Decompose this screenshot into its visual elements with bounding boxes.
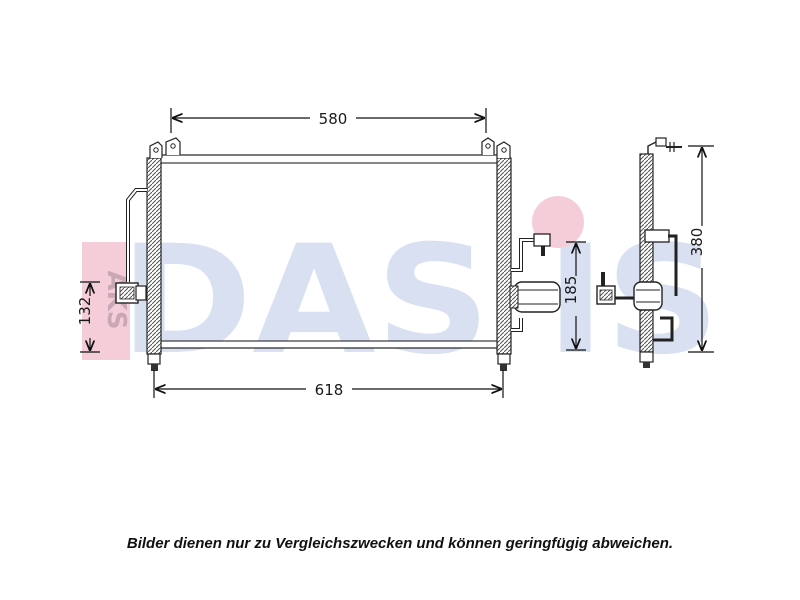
dimension-right-height: 185 <box>562 241 586 351</box>
dimension-label-185: 185 <box>562 276 580 305</box>
left-foot <box>147 353 161 365</box>
side-receiver <box>633 281 663 311</box>
disclaimer-caption: Bilder dienen nur zu Vergleichszwecken u… <box>126 535 674 552</box>
right-top-bracket-2 <box>496 141 511 158</box>
dimension-left-height: 132 <box>76 281 100 353</box>
right-foot <box>497 353 511 365</box>
watermark-text: DAS IS <box>120 214 720 388</box>
dimension-label-580: 580 <box>319 110 348 128</box>
left-header-tank <box>146 157 162 355</box>
right-top-bracket <box>481 137 495 155</box>
dimension-label-132: 132 <box>76 297 94 326</box>
right-upper-fitting <box>533 233 551 247</box>
dimension-bottom-width: 618 <box>153 370 504 399</box>
bottom-rail <box>159 340 501 349</box>
dimension-side-height: 380 <box>688 145 714 353</box>
side-core <box>639 153 654 353</box>
dimension-label-618: 618 <box>315 381 344 399</box>
left-top-bracket <box>149 141 163 158</box>
side-upper-fitting <box>644 229 670 243</box>
right-header-tank <box>496 157 512 355</box>
receiver-drier <box>513 281 561 313</box>
watermark: AKS DAS IS <box>82 196 720 388</box>
top-rail <box>159 154 501 164</box>
condenser-front-view <box>115 137 561 371</box>
left-top-bracket-2 <box>165 137 181 155</box>
condenser-side-view <box>596 137 682 368</box>
dimension-top-width: 580 <box>170 108 487 133</box>
dimension-label-380: 380 <box>688 228 706 257</box>
